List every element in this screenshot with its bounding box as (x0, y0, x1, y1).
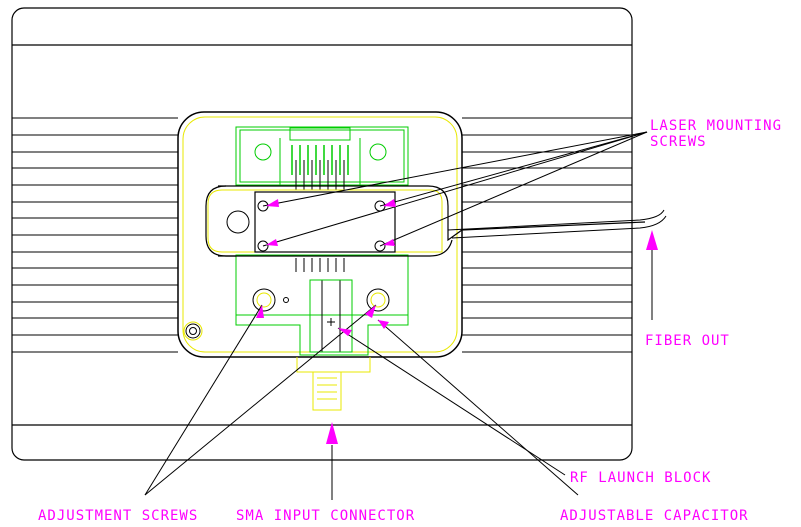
laser-pins-bottom (295, 258, 345, 272)
label-laser-mounting-screws-1: LASER MOUNTING (650, 118, 782, 134)
heatsink-fins-right (462, 117, 632, 353)
adjustment-screw-right (366, 288, 390, 312)
adjustment-screw-left (252, 288, 276, 312)
adjustment-screws-arrows (256, 305, 376, 318)
housing-screw (185, 323, 201, 339)
laser-pins-top (295, 160, 345, 190)
label-rf-launch-block: RF LAUNCH BLOCK (570, 470, 711, 486)
fiber-pigtail (447, 209, 667, 239)
laser-mount (235, 126, 409, 356)
fiber-out-arrow (646, 230, 658, 250)
heatsink-base (11, 7, 633, 461)
label-fiber-out: FIBER OUT (645, 333, 730, 349)
laser-screws-leaders (262, 131, 648, 247)
sma-arrow (326, 422, 338, 444)
rf-launch-arrow (338, 328, 352, 336)
label-adjustable-capacitor: ADJUSTABLE CAPACITOR (560, 508, 749, 524)
label-laser-mounting-screws-2: SCREWS (650, 134, 707, 150)
small-hole (283, 297, 289, 303)
capacitor-arrow (378, 320, 389, 329)
rf-launch-block (309, 279, 353, 353)
label-sma-input-connector: SMA INPUT CONNECTOR (236, 508, 415, 524)
heatsink-fins-left (12, 117, 178, 353)
capacitor-leader (377, 319, 579, 496)
label-adjustment-screws: ADJUSTMENT SCREWS (38, 508, 198, 524)
laser-pins-top-green (291, 145, 349, 175)
laser-screws-arrows (266, 199, 396, 246)
adjustment-screws-leaders (144, 304, 377, 496)
